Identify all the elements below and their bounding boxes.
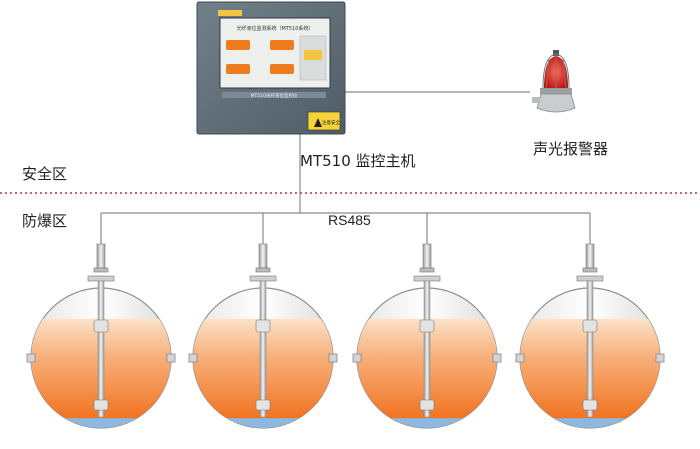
alarm-caption: 声光报警器 <box>533 140 609 158</box>
tank-flange-left <box>352 353 362 363</box>
safe-zone-label: 安全区 <box>22 165 68 183</box>
tank-flange-right <box>655 353 665 363</box>
tank <box>188 213 338 429</box>
screen-gauge-1 <box>226 40 250 50</box>
sensor-head <box>96 243 106 269</box>
tank-flange-right <box>166 353 176 363</box>
tank <box>515 213 665 429</box>
alarm-top-cap <box>553 50 559 56</box>
oil-float <box>582 319 598 333</box>
sensor-nut <box>93 267 109 273</box>
sensor-rod <box>97 280 105 418</box>
tank-flange-right <box>492 353 502 363</box>
tank-group <box>26 213 665 429</box>
sensor-head <box>585 243 595 269</box>
water-layer <box>357 418 497 428</box>
sensor-nut <box>419 267 435 273</box>
oil-float <box>255 319 271 333</box>
sensor-nut <box>255 267 271 273</box>
sensor-rod <box>423 280 431 418</box>
audible-visual-alarm <box>532 50 576 113</box>
tank-flange-left <box>26 353 36 363</box>
alarm-base <box>536 93 576 113</box>
host-panel-strip <box>222 92 326 98</box>
sensor-head <box>422 243 432 269</box>
oil-float <box>93 319 109 333</box>
oil-float <box>419 319 435 333</box>
water-layer <box>520 418 660 428</box>
warning-triangle-icon <box>314 118 322 127</box>
wiring <box>101 91 590 214</box>
explosion-proof-zone-label: 防爆区 <box>22 212 68 230</box>
tank-flange-right <box>328 353 338 363</box>
sensor-mount-flange <box>249 275 277 282</box>
host-panel-strip-text: MT510光纤液位监控仪 <box>251 92 298 99</box>
screen-gauge-3 <box>226 64 250 74</box>
tank <box>352 213 502 429</box>
alarm-cage <box>542 53 570 89</box>
water-float <box>582 399 598 411</box>
sensor-nut <box>582 267 598 273</box>
alarm-collar <box>540 88 572 94</box>
sensor-mount-flange <box>413 275 441 282</box>
host-screen-title: 光纤液位监测系统（MT510系统） <box>237 25 314 32</box>
monitor-host: 光纤液位监测系统（MT510系统） MT510光纤液位监控仪 注意安全 <box>196 1 346 135</box>
water-layer <box>193 418 333 428</box>
tank <box>26 213 176 429</box>
sensor-head <box>258 243 268 269</box>
screen-alarm-indicator <box>304 50 322 60</box>
sensor-rod <box>259 280 267 418</box>
sensor-mount-flange <box>576 275 604 282</box>
host-logo-icon <box>218 10 242 16</box>
alarm-side-port <box>532 97 540 103</box>
water-float <box>93 399 109 411</box>
water-float <box>419 399 435 411</box>
screen-gauge-4 <box>270 64 294 74</box>
host-caption: MT510 监控主机 <box>300 152 416 170</box>
water-float <box>255 399 271 411</box>
sensor-rod <box>586 280 594 418</box>
rs485-bus-label: RS485 <box>328 212 371 228</box>
sensor-mount-flange <box>87 275 115 282</box>
tank-flange-left <box>188 353 198 363</box>
screen-gauge-2 <box>270 40 294 50</box>
water-layer <box>31 418 171 428</box>
warning-label-text: 注意安全 <box>322 119 340 126</box>
tank-flange-left <box>515 353 525 363</box>
